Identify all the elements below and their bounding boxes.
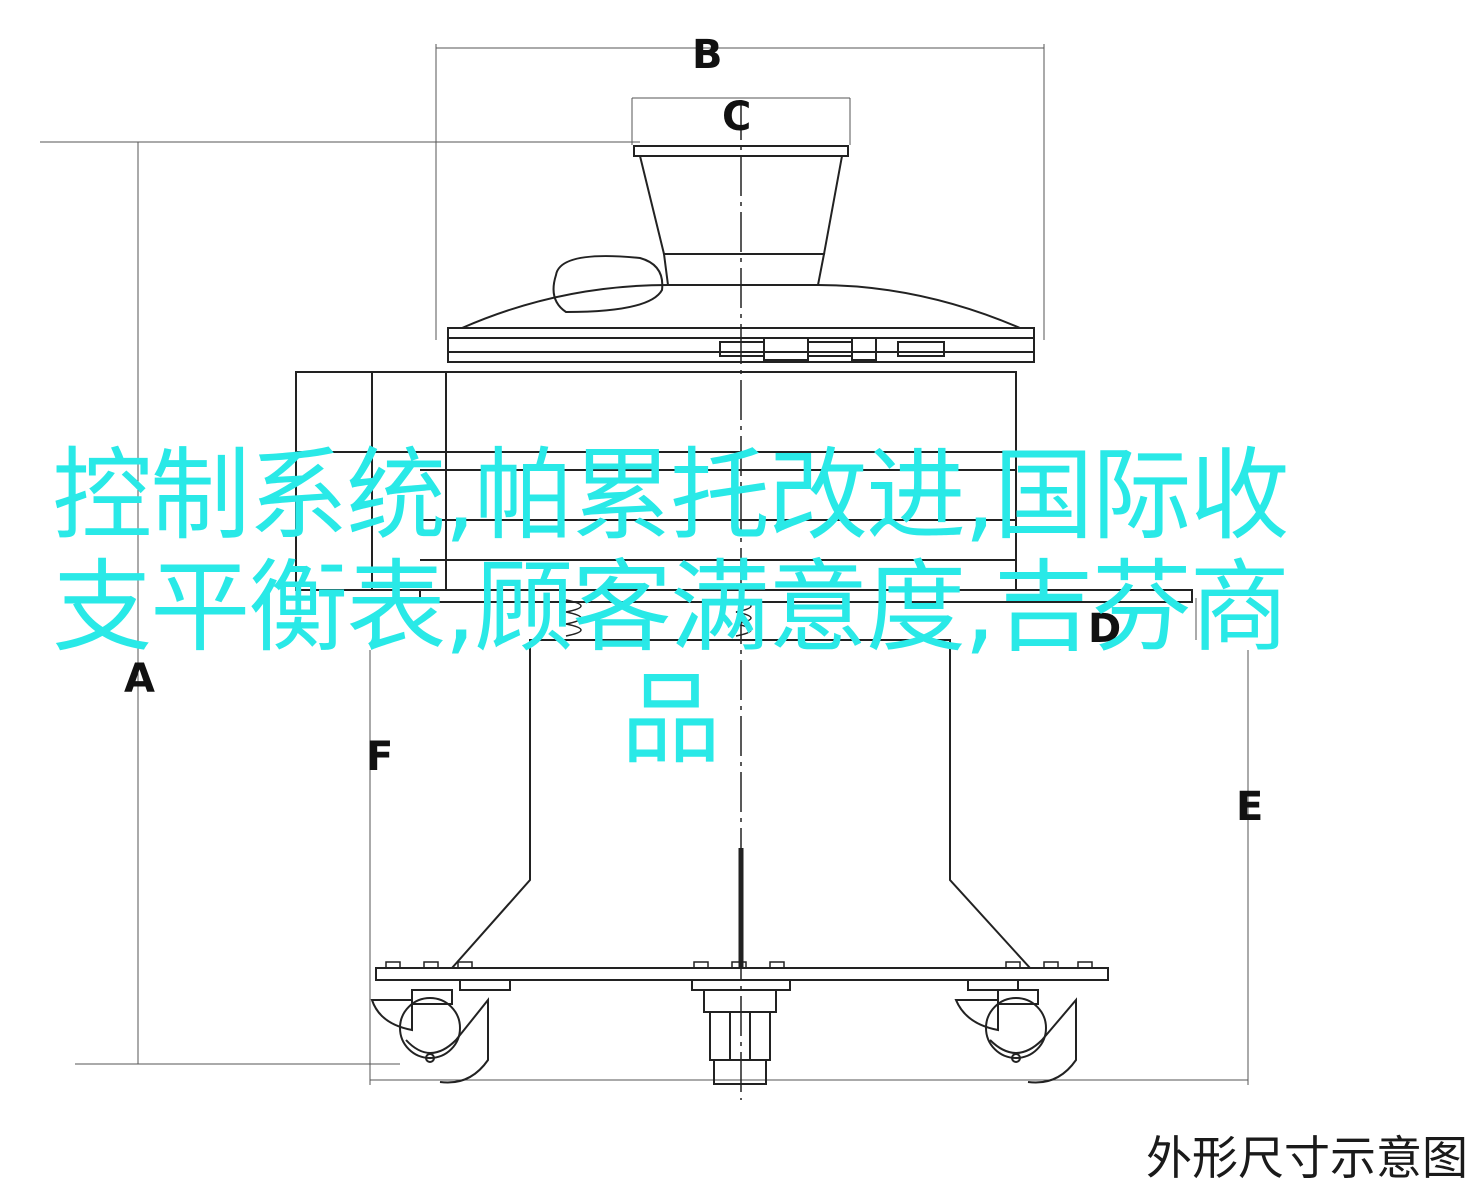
base-plate	[375, 967, 1109, 991]
caster-right	[954, 989, 1077, 1084]
dimension-lines	[40, 44, 1249, 1085]
dim-label-b: B	[692, 32, 723, 78]
dim-label-c: C	[722, 94, 751, 140]
caster-left	[370, 989, 489, 1084]
dim-label-e: E	[1236, 784, 1263, 830]
main-body	[295, 371, 1193, 603]
diagram-caption: 外形尺寸示意图	[1146, 1131, 1468, 1185]
lid-ring	[447, 327, 1035, 363]
caster-center	[703, 989, 777, 1085]
dim-label-a: A	[124, 656, 155, 702]
springs	[565, 599, 752, 637]
dome-lid	[461, 284, 1021, 329]
dim-label-f: F	[366, 734, 393, 780]
top-hopper	[552, 145, 849, 314]
overlay-watermark-text: 控制系统,帕累托改进,国际收支平衡表,顾客满意度,吉芬商品	[52, 437, 1290, 778]
bolts	[385, 961, 1093, 969]
dim-label-d: D	[1088, 606, 1121, 652]
